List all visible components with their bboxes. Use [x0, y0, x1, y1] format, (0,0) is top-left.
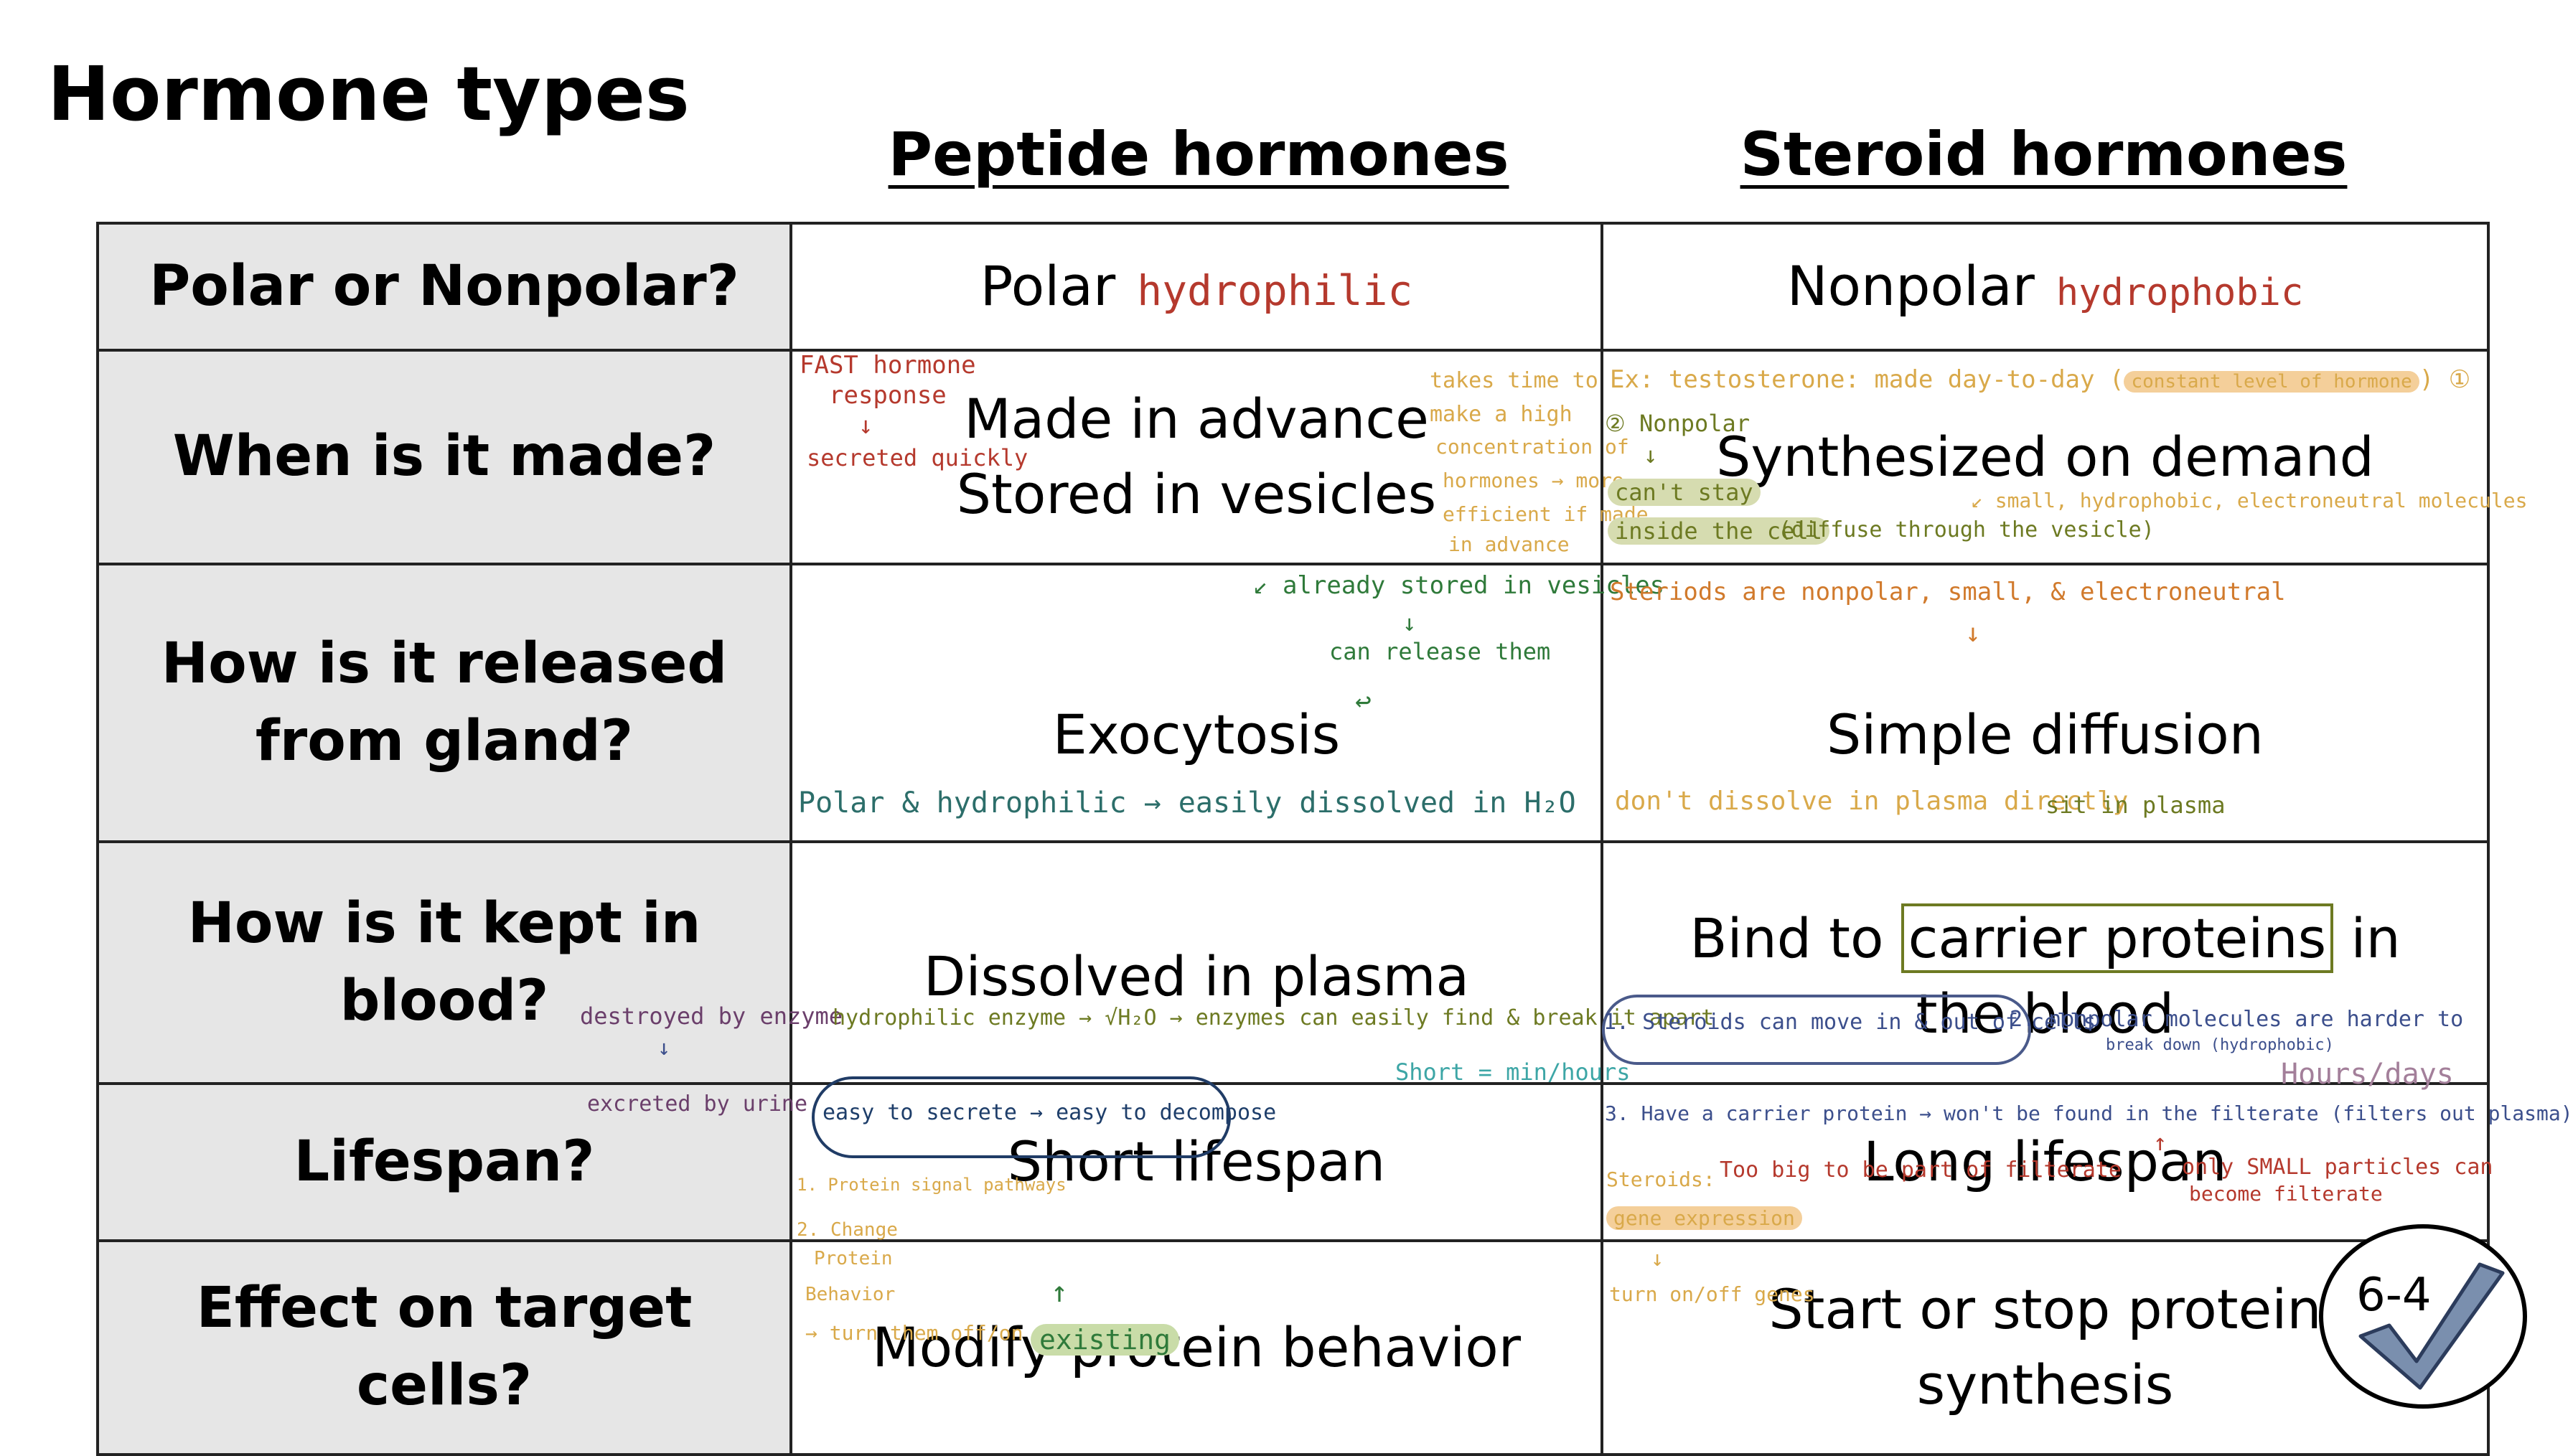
- cloud-outline: [1602, 995, 2031, 1065]
- note-takes-time-3: concentration of: [1435, 435, 1629, 459]
- note-constant-level: constant level of hormone: [2124, 371, 2419, 393]
- note-only-small-2: become filterate: [2189, 1182, 2383, 1206]
- cell-steroid-polarity: Nonpolar hydrophobic: [1600, 222, 2490, 352]
- note-dont-dissolve: don't dissolve in plasma directly: [1615, 786, 2129, 816]
- note-existing: existing: [1031, 1324, 1180, 1356]
- note-can-release: can release them: [1329, 638, 1551, 665]
- note-steroids-move: 1. Steroids can move in & out of cells: [1603, 1010, 2096, 1035]
- note-cant-stay: can't stay: [1608, 479, 1761, 506]
- note-fast-hormone: FAST hormone: [800, 351, 976, 380]
- cell-peptide-polarity-text: Polar: [980, 254, 1116, 319]
- note-short-min-hours: Short = min/hours: [1395, 1058, 1631, 1086]
- note-takes-time-2: make a high: [1430, 402, 1573, 427]
- table-row: How is it released from gland? Exocytosi…: [96, 563, 2490, 843]
- note-protein-signal: 1. Protein signal pathways: [797, 1175, 1067, 1195]
- note-protein: Protein: [814, 1248, 893, 1269]
- note-steroids-label: Steroids:: [1606, 1168, 1715, 1191]
- note-hydrophobic: hydrophobic: [2056, 271, 2304, 315]
- row-header-blood: How is it kept in blood?: [96, 840, 792, 1085]
- arrow-down-icon: ↓: [1402, 609, 1417, 637]
- note-sit-in-plasma: sit in plasma: [2045, 792, 2226, 819]
- cell-steroid-release: Simple diffusion: [1600, 563, 2490, 843]
- steroid-blood-pre: Bind to: [1689, 906, 1901, 971]
- note-testosterone: Ex: testosterone: made day-to-day (const…: [1610, 365, 2471, 394]
- note-takes-time-6: in advance: [1448, 532, 1570, 556]
- note-hydrophilic: hydrophilic: [1137, 266, 1413, 316]
- checkmark-icon: [2358, 1262, 2505, 1390]
- arrow-up-icon: ↑: [1051, 1276, 1069, 1309]
- row-header-when-made: When is it made?: [96, 349, 792, 565]
- note-takes-time-4: hormones → more: [1443, 469, 1624, 492]
- note-small-molecules: ↙ small, hydrophobic, electroneutral mol…: [1971, 489, 2528, 512]
- caret-up-icon: ↑: [2153, 1129, 2167, 1156]
- cell-peptide-release: Exocytosis: [789, 563, 1603, 843]
- badge-label: 6-4: [2356, 1269, 2432, 1322]
- table-row: Polar or Nonpolar? Polar hydrophilic Nonp…: [96, 222, 2490, 352]
- cell-steroid-blood: Bind to carrier proteins in the blood: [1600, 840, 2490, 1085]
- note-turn-them: → turn them off/on: [805, 1321, 1023, 1345]
- arrow-down-icon: ↓: [1651, 1246, 1664, 1272]
- cell-steroid-lifespan: Long lifespan: [1600, 1082, 2490, 1242]
- cell-peptide-polarity: Polar hydrophilic: [789, 222, 1603, 352]
- note-existing-text: existing: [1031, 1324, 1180, 1356]
- cell-peptide-when-made: Made in advance Stored in vesicles: [789, 349, 1603, 565]
- note-easy-to-secrete: easy to secrete → easy to decompose: [822, 1100, 1277, 1125]
- note-only-small-1: only SMALL particles can: [2182, 1155, 2493, 1180]
- row-header-release: How is it released from gland?: [96, 563, 792, 843]
- note-nonpolar-two: ② Nonpolar: [1605, 410, 1751, 437]
- note-polar-hydrophilic: Polar & hydrophilic → easily dissolved i…: [798, 786, 1576, 819]
- table-row: How is it kept in blood? Dissolved in pl…: [96, 840, 2490, 1085]
- note-excreted-by-urine: excreted by urine: [587, 1091, 808, 1117]
- note-carrier-protein: 3. Have a carrier protein → won't be fou…: [1605, 1102, 2573, 1125]
- arrow-down-icon: ↓: [657, 1035, 671, 1061]
- column-header-peptide: Peptide hormones: [888, 119, 1509, 189]
- row-header-polarity: Polar or Nonpolar?: [96, 222, 792, 352]
- arrow-down-icon: ↓: [1644, 441, 1658, 469]
- note-behavior: Behavior: [805, 1284, 896, 1305]
- cloud-outline: [812, 1076, 1231, 1158]
- note-takes-time-1: takes time to: [1430, 368, 1598, 393]
- note-secreted-quickly: secreted quickly: [807, 444, 1028, 471]
- hook-arrow-icon: ↩: [1355, 685, 1372, 717]
- cell-steroid-polarity-text: Nonpolar: [1786, 254, 2035, 319]
- hormone-table: Polar or Nonpolar? Polar hydrophilic Nonp…: [96, 222, 2490, 1456]
- page-title: Hormone types: [47, 50, 690, 138]
- note-cant-stay-text: can't stay: [1608, 479, 1761, 506]
- note-testosterone-text: Ex: testosterone: made day-to-day (: [1610, 365, 2124, 394]
- arrow-down-icon: ↓: [1965, 619, 1981, 648]
- note-too-big: Too big to be part of filterate: [1720, 1157, 2122, 1183]
- column-header-steroid: Steroid hormones: [1740, 119, 2348, 189]
- note-steroids-nonpolar: Steriods are nonpolar, small, & electron…: [1610, 578, 2286, 606]
- note-already-stored: ↙ already stored in vesicles: [1253, 571, 1665, 600]
- row-header-lifespan: Lifespan?: [96, 1082, 792, 1242]
- note-turn-on-off: turn on/off genes: [1609, 1282, 1815, 1306]
- note-gene-expression: gene expression: [1606, 1206, 1802, 1230]
- note-break-down: break down (hydrophobic): [2106, 1036, 2334, 1054]
- note-testosterone-end: ) ①: [2419, 365, 2471, 394]
- note-diffuse: (diffuse through the vesicle): [1778, 517, 2155, 543]
- arrow-down-icon: ↓: [858, 411, 873, 440]
- slide-badge: 6-4: [2319, 1224, 2527, 1409]
- note-destroyed-by-enzyme: destroyed by enzyme: [580, 1002, 843, 1030]
- note-change: 2. Change: [797, 1219, 898, 1241]
- cell-peptide-blood: Dissolved in plasma: [789, 840, 1603, 1085]
- note-hydrophilic-enzyme: hydrophilic enzyme → √H₂O → enzymes can …: [833, 1005, 1715, 1030]
- note-response: response: [829, 381, 947, 410]
- table-row: Effect on target cells? Modify protein b…: [96, 1239, 2490, 1456]
- note-inside-cell: inside the cell: [1608, 517, 1829, 545]
- carrier-proteins-box: carrier proteins: [1901, 903, 2334, 974]
- row-header-effect: Effect on target cells?: [96, 1239, 792, 1456]
- cell-peptide-effect: Modify protein behavior: [789, 1239, 1603, 1456]
- note-hours-days: Hours/days: [2281, 1058, 2454, 1091]
- note-gene-expression-text: gene expression: [1606, 1206, 1802, 1230]
- table-row: When is it made? Made in advance Stored …: [96, 349, 2490, 565]
- note-inside-cell-text: inside the cell: [1608, 517, 1829, 545]
- note-nonpolar-harder: 2. nonpolar molecules are harder to: [2010, 1007, 2464, 1032]
